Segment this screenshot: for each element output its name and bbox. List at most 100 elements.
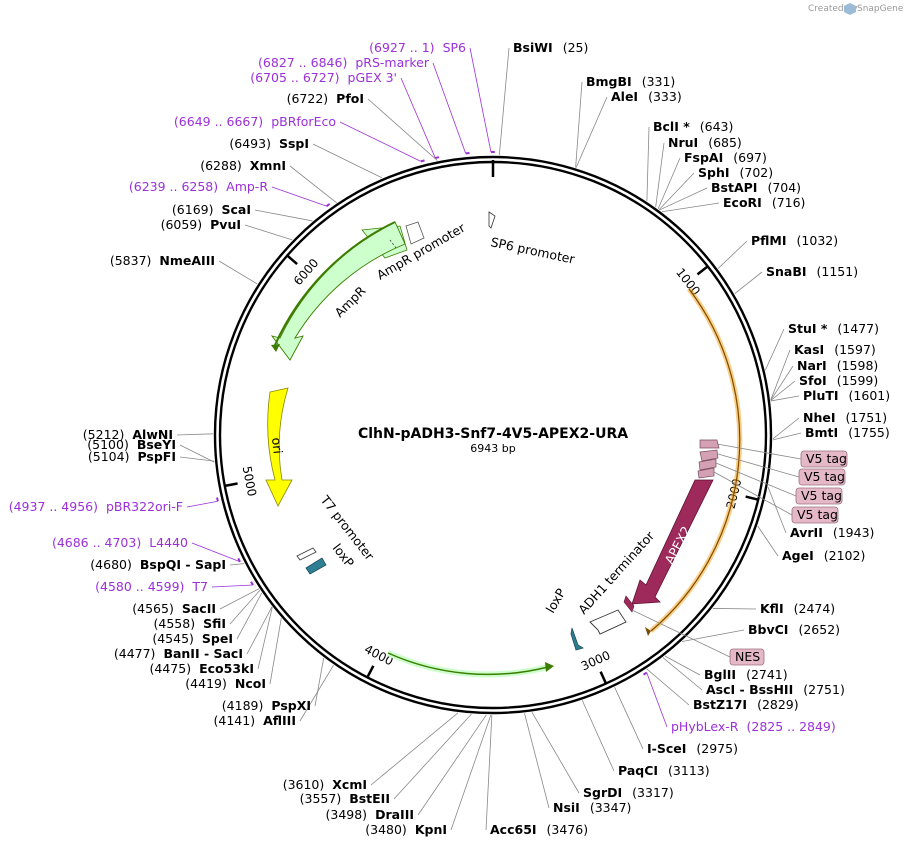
svg-text:V5 tag: V5 tag <box>797 507 838 522</box>
site-ecori[interactable]: EcoRI(716) <box>723 195 805 210</box>
site-bmgbi[interactable]: BmgBI(331) <box>586 74 675 89</box>
site-position: (2829) <box>757 697 799 712</box>
site-alei[interactable]: AleI(333) <box>611 89 682 104</box>
leader-sfii <box>229 589 261 625</box>
site-name: StuI * <box>788 321 828 336</box>
leader-xmni <box>289 165 337 204</box>
site-bsiwi[interactable]: BsiWI(25) <box>513 40 588 55</box>
apex2-arrow <box>631 479 714 605</box>
primer-mark-pbrforeco <box>420 159 425 163</box>
site-bbvci[interactable]: BbvCI(2652) <box>748 622 840 637</box>
site-nari[interactable]: NarI(1598) <box>797 358 878 373</box>
site-agei[interactable]: AgeI(2102) <box>782 548 865 563</box>
primer-t7[interactable]: T7(4580 .. 4599) <box>95 579 208 594</box>
svg-text:V5 tag: V5 tag <box>801 488 842 503</box>
site-acc65i[interactable]: Acc65I(3476) <box>490 822 588 837</box>
site-nmeaiii[interactable]: NmeAIII(5837) <box>110 253 215 268</box>
site-afliii[interactable]: AflIII(4141) <box>214 713 296 728</box>
site-kasi[interactable]: KasI(1597) <box>794 342 876 357</box>
boxed-feature-v5-1: V5 tag <box>800 450 848 468</box>
site-spei[interactable]: SpeI(4545) <box>152 631 233 646</box>
site-stui[interactable]: StuI * (1477) <box>788 321 879 336</box>
site-pvui[interactable]: PvuI(6059) <box>161 217 241 232</box>
site-draiii[interactable]: DraIII(3498) <box>325 807 414 822</box>
site-pspfi[interactable]: PspFI(5104) <box>88 449 176 464</box>
primer-pgex-3[interactable]: pGEX 3'(6705 .. 6727) <box>250 70 397 85</box>
site-name: PfoI <box>336 91 364 106</box>
site-sspi[interactable]: SspI(6493) <box>229 136 309 151</box>
site-snabi[interactable]: SnaBI(1151) <box>766 264 858 279</box>
leader-bstapi <box>659 187 708 211</box>
site-position: (5100) <box>87 437 129 452</box>
site-position: (685) <box>708 135 742 150</box>
site-avrii[interactable]: AvrII(1943) <box>790 525 874 540</box>
site-sfoi[interactable]: SfoI(1599) <box>799 373 878 388</box>
primer-leader-pgex-3 <box>400 77 436 159</box>
site-name: FspAI <box>684 150 723 165</box>
site-pluti[interactable]: PluTI(1601) <box>803 388 890 403</box>
primer-sp6[interactable]: SP6(6927 .. 1) <box>369 40 466 55</box>
leader-ncoi <box>269 618 282 685</box>
site-asci-bsshii[interactable]: AscI - BssHII(2751) <box>706 682 845 697</box>
site-nrui[interactable]: NruI(685) <box>668 135 742 150</box>
tick-1000 <box>696 265 709 276</box>
site-kpni[interactable]: KpnI(3480) <box>365 822 447 837</box>
leader-fspai <box>657 157 681 210</box>
leader-bmgbi <box>575 81 583 168</box>
site-sgrdi[interactable]: SgrDI(3317) <box>583 785 674 800</box>
leader-scai <box>254 209 313 222</box>
site-xmni[interactable]: XmnI(6288) <box>200 158 286 173</box>
svg-text:NES: NES <box>735 649 760 664</box>
site-sfii[interactable]: SfiI(4558) <box>154 616 227 631</box>
site-alwni[interactable]: AlwNI(5212) <box>83 427 173 442</box>
box-leader-4 <box>713 471 793 516</box>
site-eco53ki[interactable]: Eco53kI(4475) <box>150 661 254 676</box>
site-name: SacII <box>182 601 216 616</box>
primer-pbr322ori-f[interactable]: pBR322ori-F(4937 .. 4956) <box>9 499 183 514</box>
site-position: (1477) <box>837 321 879 336</box>
site-sphi[interactable]: SphI(702) <box>698 165 773 180</box>
site-pspxi[interactable]: PspXI(4189) <box>222 698 311 713</box>
site-fspai[interactable]: FspAI(697) <box>684 150 767 165</box>
site-bspqi-sapi[interactable]: BspQI - SapI(4680) <box>90 557 226 572</box>
sp6-promoter-arrow <box>488 211 496 229</box>
site-labels: BsiWI(25)BmgBI(331)AleI(333)BclI *(643)N… <box>9 40 890 837</box>
site-scai[interactable]: ScaI(6169) <box>172 202 251 217</box>
site-paqci[interactable]: PaqCI(3113) <box>618 763 710 778</box>
site-ncoi[interactable]: NcoI(4419) <box>185 676 266 691</box>
site-xcmi[interactable]: XcmI(3610) <box>283 777 367 792</box>
site-pflmi[interactable]: PflMI(1032) <box>751 233 838 248</box>
primer-name: SP6 <box>443 40 466 55</box>
site-position: (1755) <box>848 425 890 440</box>
site-position: (3480) <box>365 822 407 837</box>
site-bglii[interactable]: BglII(2741) <box>704 667 788 682</box>
primer-l4440[interactable]: L4440(4686 .. 4703) <box>52 535 188 550</box>
site-bstapi[interactable]: BstAPI(704) <box>711 180 801 195</box>
tick-4000 <box>366 665 375 678</box>
site-name: Eco53kI <box>199 661 254 676</box>
site-bstz17i[interactable]: BstZ17I(2829) <box>693 697 799 712</box>
primer-phyblex-r[interactable]: pHybLex-R(2825 .. 2849) <box>671 719 836 734</box>
leader-sfoi <box>770 380 796 401</box>
site-bmti[interactable]: BmtI(1755) <box>805 425 890 440</box>
primer-pbrforeco[interactable]: pBRforEco(6649 .. 6667) <box>174 114 336 129</box>
site-sacii[interactable]: SacII(4565) <box>132 601 216 616</box>
site-position: (3498) <box>325 807 367 822</box>
leader-lines <box>176 47 802 831</box>
site-kfli[interactable]: KflI(2474) <box>760 601 835 616</box>
tick-3000 <box>599 671 608 685</box>
site-bcli[interactable]: BclI *(643) <box>653 119 733 134</box>
primer-prs-marker[interactable]: pRS-marker(6827 .. 6846) <box>258 55 430 70</box>
leader-bmti <box>772 432 802 441</box>
site-nhei[interactable]: NheI(1751) <box>803 410 887 425</box>
site-banii-saci[interactable]: BanII - SacI(4477) <box>114 646 243 661</box>
site-position: (3610) <box>283 777 325 792</box>
site-bsteii[interactable]: BstEII(3557) <box>300 791 390 806</box>
primer-amp-r[interactable]: Amp-R(6239 .. 6258) <box>129 179 268 194</box>
site-bseyi[interactable]: BseYI(5100) <box>87 437 176 452</box>
site-position: (4141) <box>214 713 256 728</box>
site-pfoi[interactable]: PfoI(6722) <box>287 91 364 106</box>
site-i-scei[interactable]: I-SceI(2975) <box>647 741 738 756</box>
site-nsii[interactable]: NsiI(3347) <box>553 800 631 815</box>
site-name: BspQI - SapI <box>140 557 226 572</box>
